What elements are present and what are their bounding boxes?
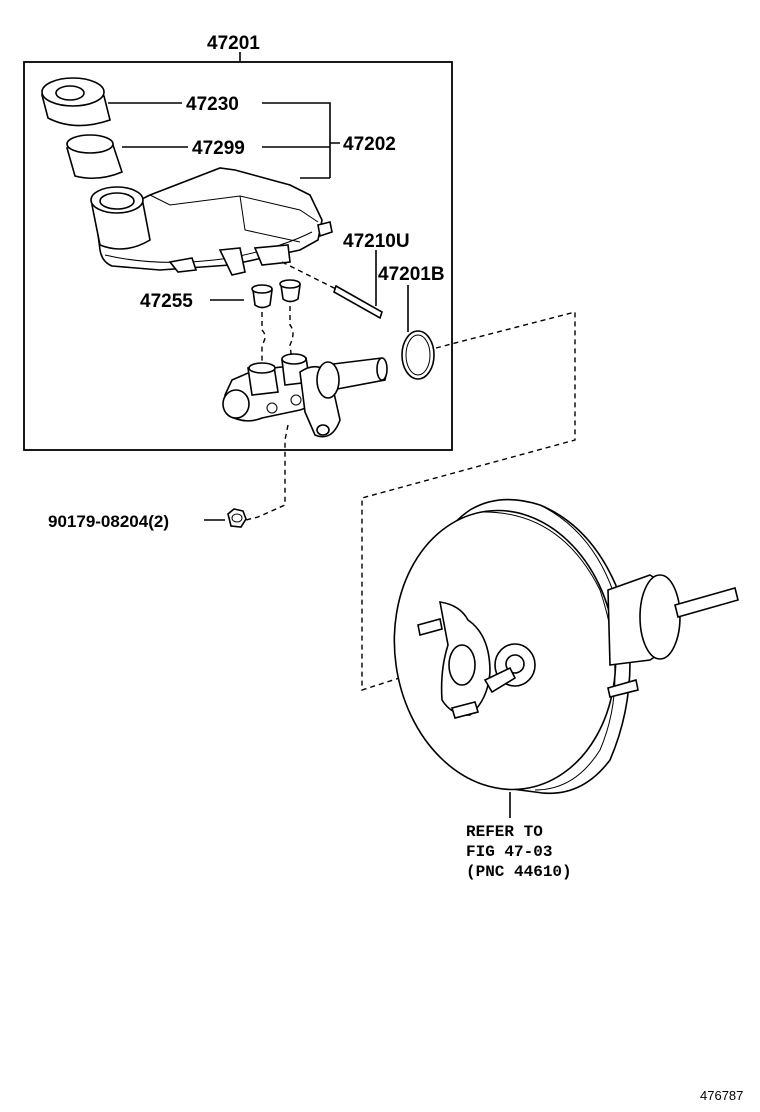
diagram-id: 476787 bbox=[700, 1088, 743, 1103]
o-ring-part bbox=[401, 330, 435, 380]
master-cylinder-part bbox=[222, 353, 388, 438]
label-90179-08204: 90179-08204(2) bbox=[48, 512, 169, 531]
reservoir-cap-part bbox=[40, 77, 111, 127]
label-47202: 47202 bbox=[343, 134, 396, 155]
grommet-part-1 bbox=[251, 284, 273, 309]
reservoir-body-part bbox=[90, 167, 333, 276]
label-47210U: 47210U bbox=[343, 231, 410, 252]
strainer-part bbox=[65, 134, 123, 180]
grommet-part-2 bbox=[279, 279, 301, 303]
refer-line-2: FIG 47-03 bbox=[466, 843, 552, 861]
label-47230: 47230 bbox=[186, 94, 239, 115]
refer-line-1: REFER TO bbox=[466, 823, 543, 841]
label-47299: 47299 bbox=[192, 138, 245, 159]
brake-booster-part bbox=[393, 498, 739, 795]
label-47255: 47255 bbox=[140, 291, 193, 312]
assembly-frame bbox=[23, 61, 453, 451]
label-47201: 47201 bbox=[207, 33, 260, 54]
nut-part bbox=[227, 508, 247, 528]
label-47201B: 47201B bbox=[378, 264, 445, 285]
refer-line-3: (PNC 44610) bbox=[466, 863, 572, 881]
